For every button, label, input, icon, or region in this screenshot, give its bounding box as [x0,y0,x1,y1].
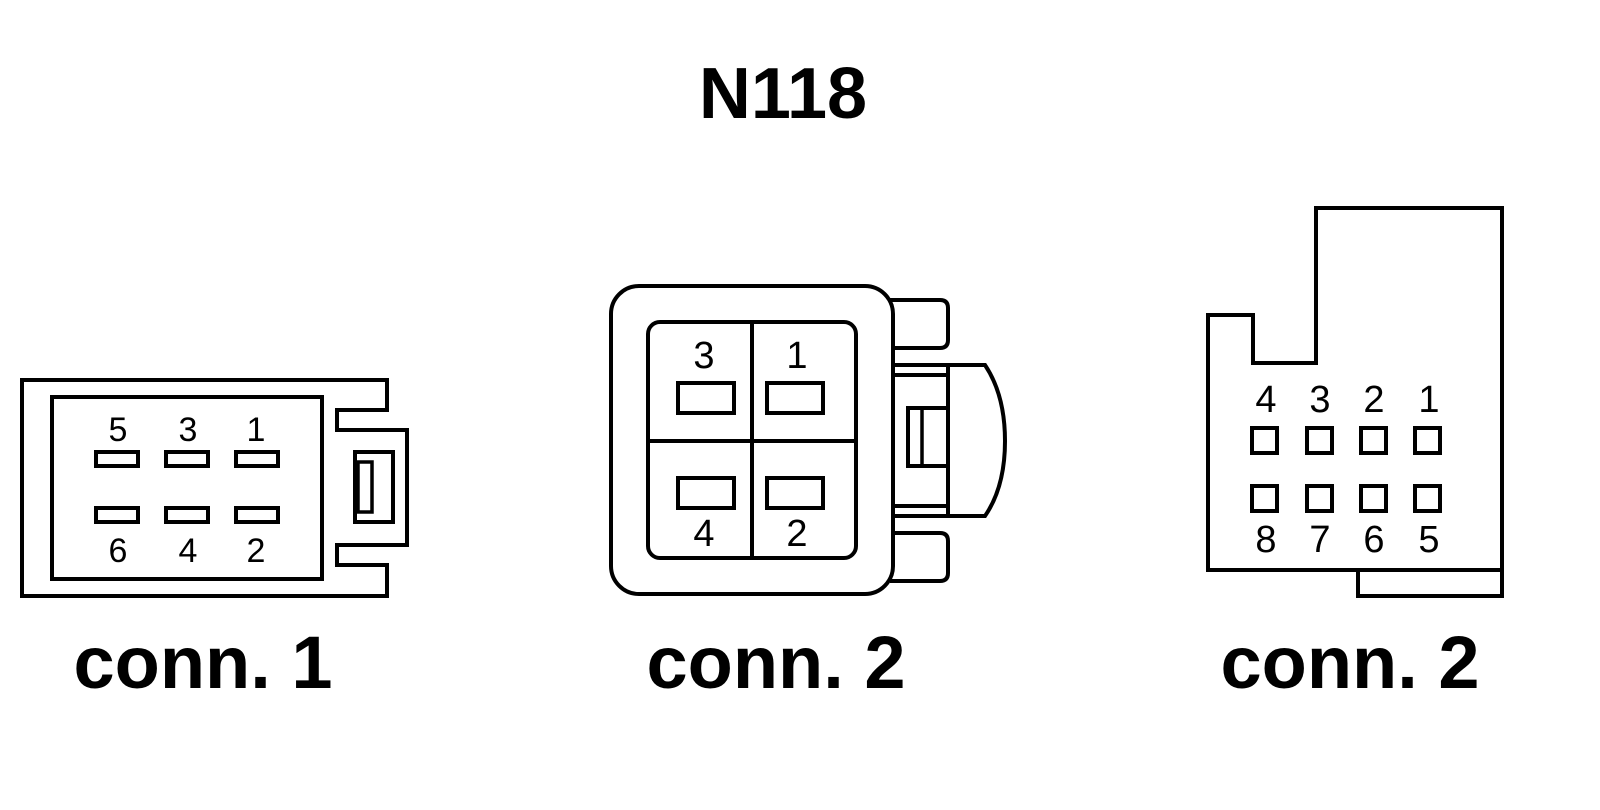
pin-5-contact [94,450,140,468]
pin-5-contact [1413,484,1442,513]
connector-1: 5 3 1 6 4 2 conn. 1 [20,378,409,704]
pin-4-contact [676,476,736,510]
pin-8-contact [1250,484,1279,513]
connector-1-housing [20,378,409,598]
connector-3-housing [1206,206,1504,598]
pin-label-7: 7 [1309,519,1330,561]
pin-7-contact [1305,484,1334,513]
pin-label-6: 6 [109,532,128,570]
diagram-title: N118 [699,54,867,134]
pin-1-contact [234,450,280,468]
connector-1-face [50,395,324,581]
pin-label-4: 4 [179,532,198,570]
pin-3-contact [676,381,736,415]
pin-1-contact [1413,426,1442,455]
pin-label-3: 3 [1309,379,1330,421]
pin-3-contact [164,450,210,468]
pin-label-6: 6 [1363,519,1384,561]
pin-label-5: 5 [109,411,128,449]
pin-label-3: 3 [693,335,714,377]
connector-2-housing [609,284,895,596]
connector-2-latch-upper [890,298,950,350]
pin-label-5: 5 [1418,519,1439,561]
pin-2-contact [234,506,280,524]
connector-2: 3 1 4 2 conn. 2 [609,284,1008,704]
pin-label-1: 1 [1418,379,1439,421]
pin-6-contact [94,506,140,524]
connector-3: 4 3 2 1 8 7 6 5 conn. 2 [1206,206,1504,704]
connector-2-label: conn. 2 [646,621,905,704]
connector-2-slot [906,406,950,468]
pin-label-1: 1 [247,411,266,449]
pin-2-contact [765,476,825,510]
pin-label-3: 3 [179,411,198,449]
connector-3-label: conn. 2 [1220,621,1479,704]
pin-4-contact [1250,426,1279,455]
pin-label-8: 8 [1255,519,1276,561]
pin-3-contact [1305,426,1334,455]
pin-1-contact [765,381,825,415]
pin-label-2: 2 [786,513,807,555]
connector-1-label: conn. 1 [73,621,332,704]
pin-label-2: 2 [247,532,266,570]
pin-label-4: 4 [1255,379,1276,421]
pin-4-contact [164,506,210,524]
pin-label-2: 2 [1363,379,1384,421]
connector-1-latch [353,450,395,524]
pin-label-1: 1 [786,335,807,377]
pin-6-contact [1359,484,1388,513]
pin-2-contact [1359,426,1388,455]
connector-1-latch-tab [356,460,374,514]
pin-label-4: 4 [693,513,714,555]
connector-2-latch-lower [890,531,950,583]
connector-2-clip [946,363,1008,518]
